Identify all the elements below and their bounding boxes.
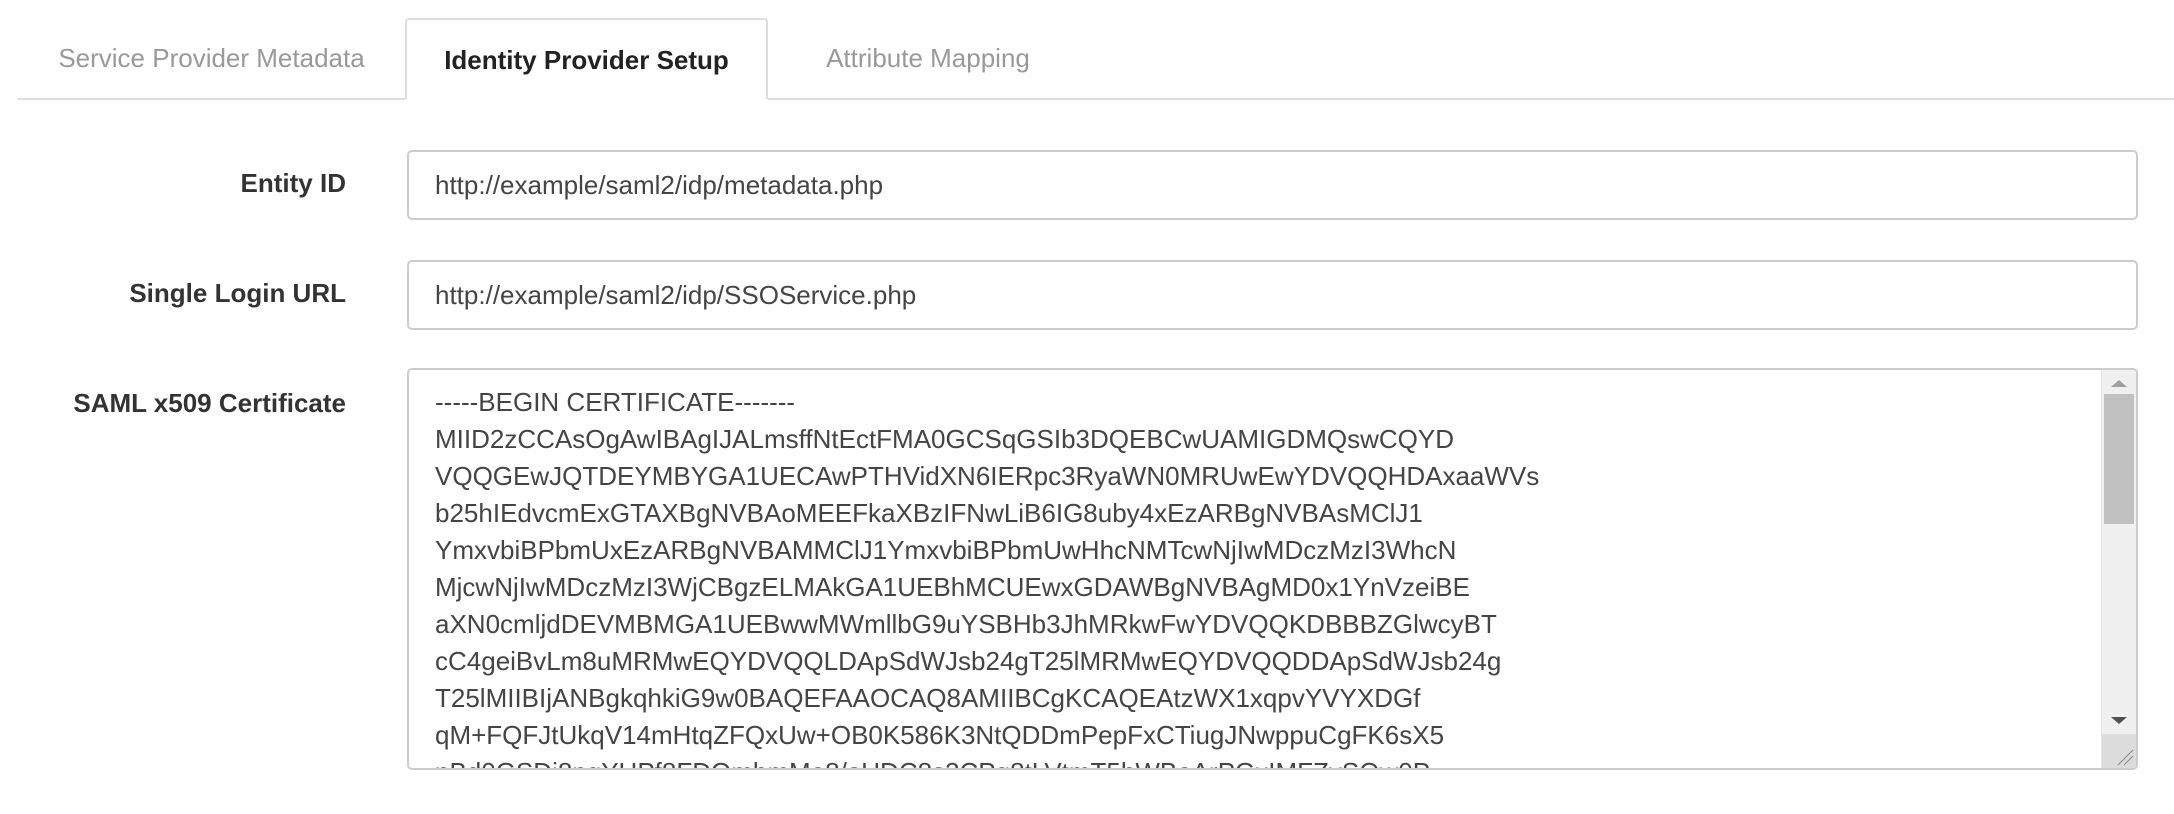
single-login-url-input[interactable]: http://example/saml2/idp/SSOService.php xyxy=(407,260,2138,330)
certificate-textarea[interactable]: -----BEGIN CERTIFICATE------- MIID2zCCAs… xyxy=(407,368,2138,770)
vertical-scrollbar[interactable] xyxy=(2101,370,2136,768)
tab-identity-provider-setup[interactable]: Identity Provider Setup xyxy=(405,18,768,100)
certificate-text[interactable]: -----BEGIN CERTIFICATE------- MIID2zCCAs… xyxy=(435,387,1540,768)
scroll-up-arrow-icon[interactable] xyxy=(2111,380,2127,387)
tab-service-provider-metadata[interactable]: Service Provider Metadata xyxy=(58,43,365,73)
certificate-label: SAML x509 Certificate xyxy=(73,388,346,418)
tab-attribute-mapping[interactable]: Attribute Mapping xyxy=(826,43,1030,73)
scrollbar-thumb[interactable] xyxy=(2104,394,2134,524)
single-login-url-label: Single Login URL xyxy=(129,278,346,308)
entity-id-input[interactable]: http://example/saml2/idp/metadata.php xyxy=(407,150,2138,220)
entity-id-label: Entity ID xyxy=(240,168,346,198)
scroll-down-arrow-icon[interactable] xyxy=(2111,717,2127,724)
tab-bar: Service Provider Metadata Identity Provi… xyxy=(18,0,2174,100)
resize-handle-icon[interactable] xyxy=(2102,734,2136,768)
